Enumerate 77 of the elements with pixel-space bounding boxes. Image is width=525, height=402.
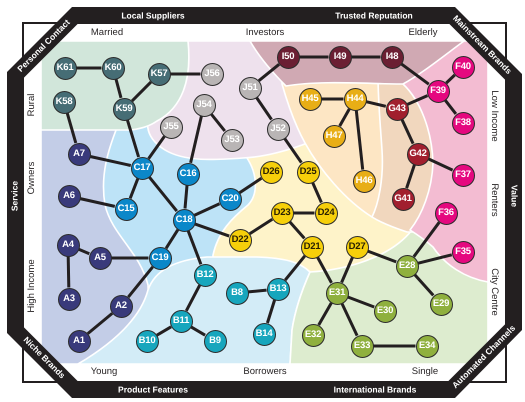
connector-line bbox=[112, 256, 148, 260]
connector-line bbox=[147, 136, 166, 160]
connector-line bbox=[190, 326, 206, 336]
connector-line bbox=[418, 253, 452, 265]
connector-line bbox=[184, 284, 202, 312]
connector-line bbox=[352, 56, 380, 58]
connector-line bbox=[148, 176, 178, 212]
band-label: International Brands bbox=[334, 385, 416, 395]
connector-line bbox=[340, 256, 354, 284]
connector-line bbox=[300, 56, 328, 58]
side-label: Renters bbox=[488, 183, 500, 217]
connector-line bbox=[322, 98, 344, 100]
side-label: Borrowers bbox=[243, 366, 287, 378]
connector-line bbox=[248, 218, 274, 236]
connector-line bbox=[284, 254, 306, 282]
connector-line bbox=[283, 138, 303, 164]
connector-line bbox=[210, 113, 226, 132]
connector-line bbox=[266, 300, 276, 324]
connector-line bbox=[66, 112, 78, 144]
connector-line bbox=[347, 296, 375, 308]
connector-line bbox=[186, 230, 202, 265]
connector-line bbox=[156, 326, 172, 336]
connector-line bbox=[406, 94, 428, 106]
band-label: Value bbox=[509, 184, 519, 208]
side-label: High Income bbox=[26, 259, 38, 313]
connector-line bbox=[317, 302, 333, 326]
side-label: Married bbox=[90, 28, 124, 38]
side-label: Young bbox=[90, 366, 118, 378]
connector-line bbox=[294, 212, 314, 214]
connector-line bbox=[400, 62, 430, 86]
connector-line bbox=[311, 182, 323, 204]
connector-line bbox=[258, 63, 280, 82]
connector-line bbox=[255, 96, 273, 120]
connector-line bbox=[405, 164, 416, 189]
side-label: Low Income bbox=[488, 90, 500, 142]
band-label: Service bbox=[10, 180, 20, 212]
connector-line bbox=[374, 344, 416, 348]
connector-line bbox=[238, 177, 262, 194]
connector-line bbox=[194, 202, 220, 217]
connector-line bbox=[340, 302, 358, 336]
band-label: Product Features bbox=[118, 385, 188, 395]
connector-line bbox=[189, 116, 203, 164]
connector-line bbox=[354, 110, 364, 170]
connector-line bbox=[114, 78, 122, 98]
connector-line bbox=[366, 100, 386, 108]
side-label: Owners bbox=[26, 162, 38, 194]
connector-line bbox=[131, 81, 152, 102]
connector-line bbox=[400, 118, 414, 144]
connector-line bbox=[445, 74, 456, 84]
side-label: Elderly bbox=[408, 28, 438, 38]
connector-line bbox=[78, 248, 90, 256]
connector-line bbox=[80, 197, 116, 208]
connector-line bbox=[76, 66, 102, 70]
connector-line bbox=[367, 250, 397, 264]
connector-line bbox=[338, 108, 351, 127]
connector-line bbox=[170, 72, 200, 76]
connector-line bbox=[414, 274, 434, 296]
band-label: Local Suppliers bbox=[121, 11, 185, 21]
band-label: Trusted Reputation bbox=[335, 11, 413, 21]
connector-line bbox=[248, 288, 267, 294]
connector-line bbox=[164, 228, 180, 250]
connector-line bbox=[66, 256, 70, 288]
connector-line bbox=[444, 99, 458, 115]
connector-line bbox=[184, 185, 188, 209]
connector-line bbox=[128, 178, 140, 199]
side-label: City Centre bbox=[488, 268, 500, 316]
connector-line bbox=[86, 312, 114, 335]
side-label: Single bbox=[412, 366, 438, 378]
connector-line bbox=[428, 158, 454, 172]
connector-line bbox=[316, 256, 333, 284]
connector-line bbox=[127, 266, 154, 298]
connector-line bbox=[288, 220, 306, 240]
connector-line bbox=[90, 155, 132, 167]
connector-line bbox=[194, 222, 230, 238]
connector-line bbox=[126, 120, 140, 158]
side-label: Rural bbox=[26, 94, 38, 116]
side-label: Investors bbox=[246, 28, 284, 38]
